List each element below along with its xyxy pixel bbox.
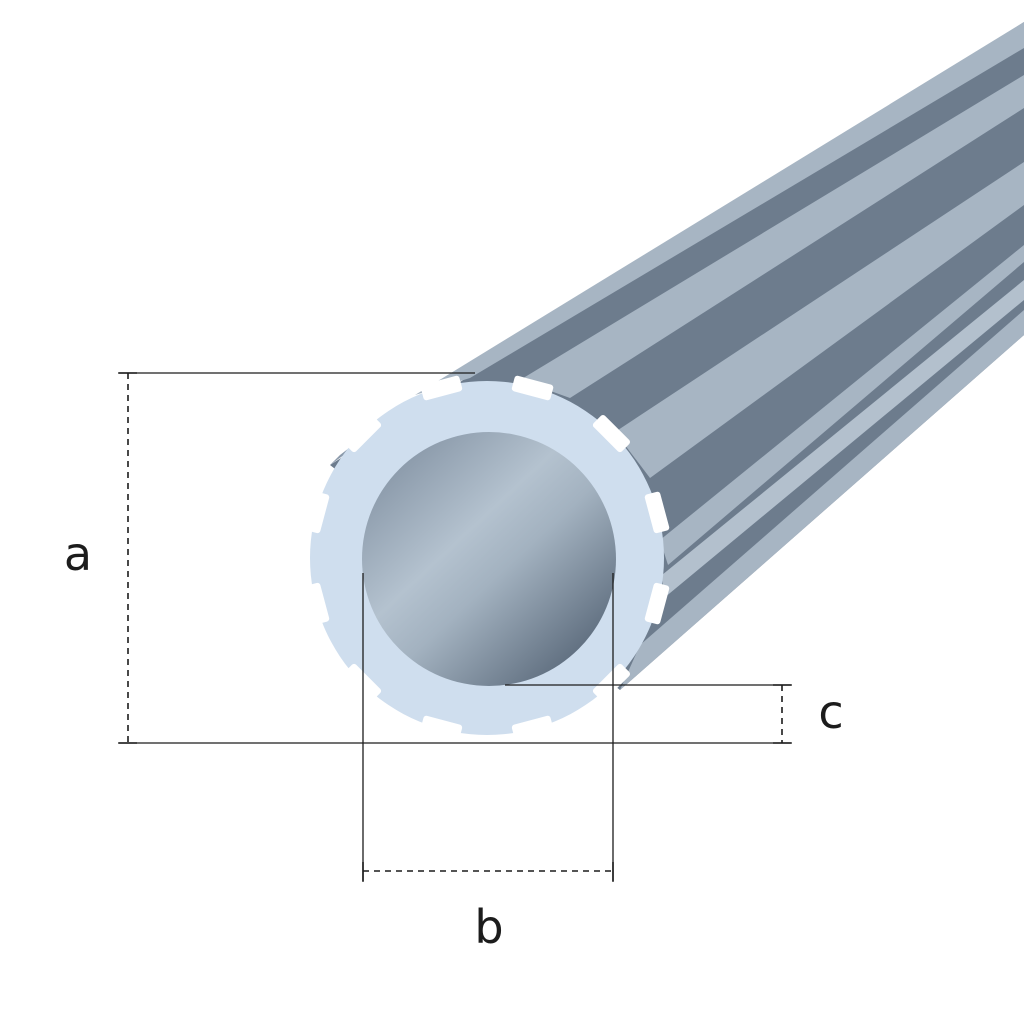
tube-rib: [662, 280, 1024, 598]
spline-notch: [420, 715, 463, 741]
tube-rib: [520, 75, 1024, 398]
tube-rib: [615, 162, 1024, 478]
spline-notch: [304, 491, 330, 534]
spline-notch: [511, 375, 554, 401]
label-a: a: [64, 527, 92, 581]
spline-notch: [511, 715, 554, 741]
spline-notch: [420, 375, 463, 401]
spline-notch: [592, 663, 631, 702]
tube-rib: [415, 22, 1024, 395]
label-c: c: [818, 685, 843, 739]
label-b: b: [474, 900, 503, 954]
spline-notch: [644, 491, 670, 534]
spline-notch: [304, 582, 330, 625]
spline-notch: [592, 414, 631, 453]
dimension-lines: [118, 372, 792, 882]
tube-end-face: [304, 375, 670, 741]
tube-rib: [620, 310, 1024, 690]
spline-notch: [644, 582, 670, 625]
spline-notch: [343, 414, 382, 453]
tube-bore: [362, 432, 616, 686]
tube-rib: [660, 245, 1024, 565]
